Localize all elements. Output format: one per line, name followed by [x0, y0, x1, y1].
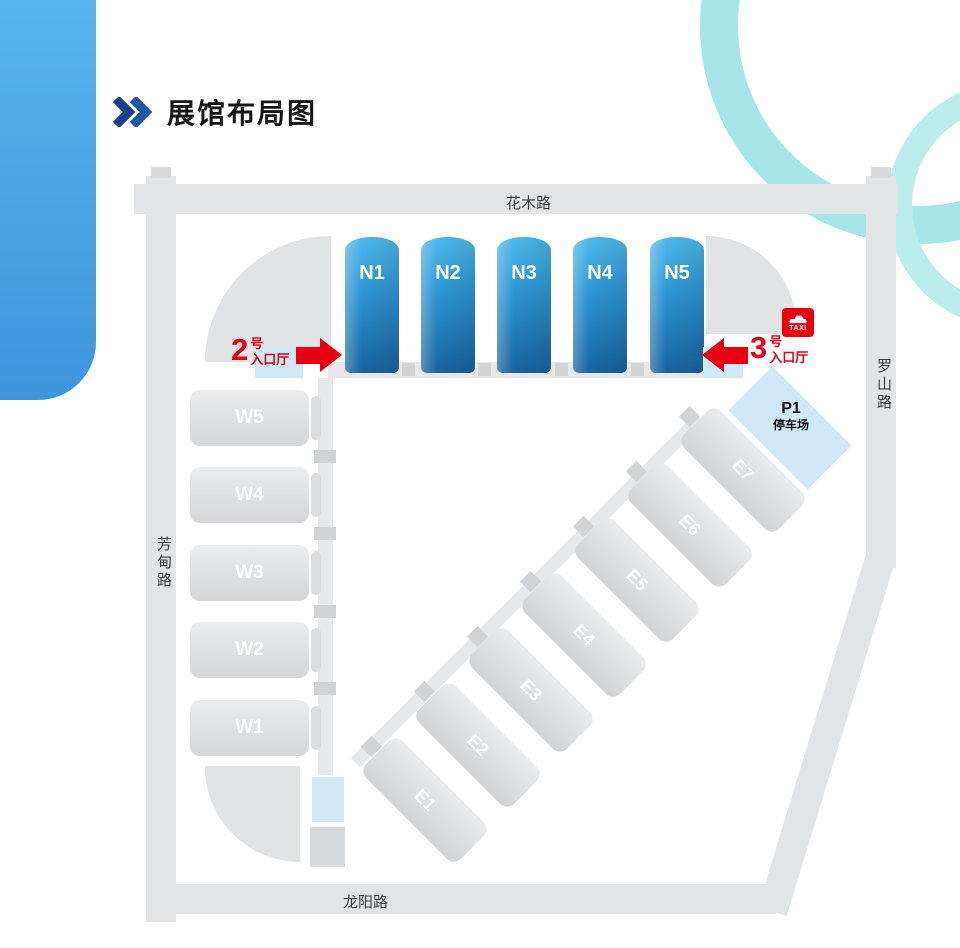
service-box-south [310, 827, 345, 867]
entrance-2-arrow [296, 347, 320, 364]
connector-square [314, 527, 336, 540]
road-label-top: 花木路 [506, 195, 552, 212]
road-label-left: 芳甸路 [155, 536, 172, 590]
entrance-3-number: 3 [750, 330, 768, 365]
connector-square [631, 363, 644, 376]
parking-p1-text: 停车场 [772, 418, 809, 433]
road-crossing-mark [871, 167, 891, 178]
connector-square [314, 682, 336, 695]
road-left [146, 176, 176, 922]
hall-n1: N1 [345, 237, 399, 373]
parking-p1-label: P1 停车场 [758, 400, 824, 433]
entrance-2-unit: 号 [250, 336, 264, 351]
decor-blue-blob [0, 0, 96, 400]
hall-w3: W3 [190, 545, 309, 601]
double-chevron-icon [112, 97, 153, 127]
entrance-3-arrow [724, 347, 748, 364]
hall-n5: N5 [650, 237, 704, 373]
hall-w1-vestibule [311, 706, 321, 750]
entrance-3-arrow-head-icon [702, 338, 724, 372]
connector-square [314, 450, 336, 463]
road-bottom [146, 884, 776, 914]
hall-w3-vestibule [311, 551, 321, 595]
connector-square [478, 363, 491, 376]
fan-structure-bottom-left [205, 766, 300, 862]
entrance-3-label: 3 号 入口厅 [750, 332, 808, 367]
entrance-2-number: 2 [231, 332, 249, 367]
hall-w4-vestibule [311, 473, 321, 517]
road-diagonal [757, 551, 896, 917]
corridor-west [318, 378, 333, 775]
road-label-bottom: 龙阳路 [343, 894, 389, 911]
taxi-car-icon [789, 315, 807, 323]
parking-p1-code: P1 [781, 400, 801, 417]
entrance-3-hall-text: 入口厅 [769, 350, 809, 366]
taxi-stand-badge: TAXI [782, 308, 814, 337]
road-right [866, 176, 896, 568]
road-crossing-mark [151, 167, 171, 178]
lobby-box-south [312, 777, 344, 822]
entrance-2-lobby [255, 346, 303, 378]
hall-n2: N2 [421, 237, 475, 373]
page-header: 展馆布局图 [112, 92, 317, 132]
taxi-label: TAXI [789, 324, 807, 332]
hall-n4: N4 [573, 237, 627, 373]
entrance-3-unit: 号 [769, 334, 783, 349]
entrance-2-arrow-head-icon [320, 338, 342, 372]
entrance-2-label: 2 号 入口厅 [231, 334, 289, 369]
hall-w1: W1 [190, 700, 309, 756]
hall-w4: W4 [190, 467, 309, 523]
entrance-2-hall-text: 入口厅 [250, 352, 290, 368]
connector-square [314, 605, 336, 618]
hall-w2-vestibule [311, 628, 321, 672]
hall-n3: N3 [497, 237, 551, 373]
page-title: 展馆布局图 [167, 98, 318, 129]
road-top [134, 184, 898, 214]
hall-w2: W2 [190, 622, 309, 678]
hall-w5: W5 [190, 390, 309, 446]
hall-w5-vestibule [311, 396, 321, 440]
road-label-right: 罗山路 [875, 358, 892, 412]
connector-square [555, 363, 568, 376]
connector-square [402, 363, 415, 376]
